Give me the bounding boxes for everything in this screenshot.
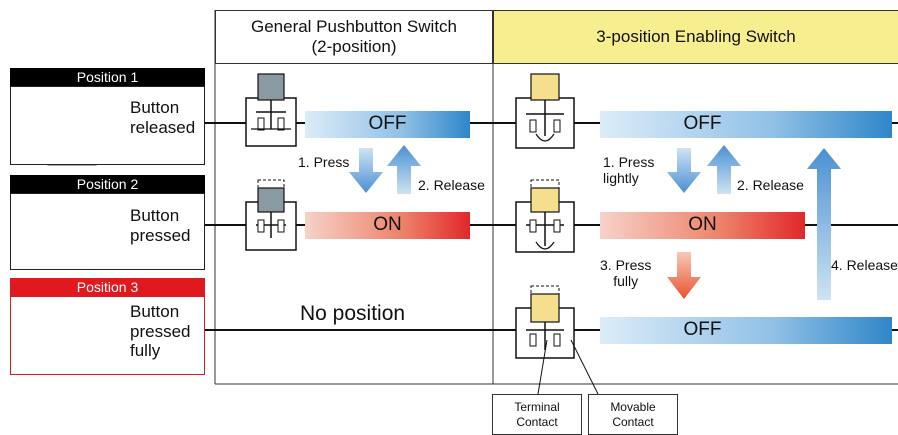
position-2-header-text: Position 2: [76, 176, 139, 192]
general-column-header: General Pushbutton Switch (2-position): [215, 10, 493, 64]
enabling-off-label-1: OFF: [683, 113, 722, 134]
position-3-box: [10, 296, 205, 375]
enabling-off-bar-1: [600, 111, 892, 138]
enabling-release-full-arrow: [807, 148, 841, 300]
general-release-arrow: [387, 145, 421, 194]
enabling-column-header: 3-position Enabling Switch: [493, 10, 898, 64]
general-release-label: 2. Release: [418, 177, 485, 193]
enabling-release-label: 2. Release: [737, 177, 804, 193]
general-off-bar: [305, 111, 470, 138]
enabling-press-fully-arrow: [667, 252, 701, 299]
movable-contact-label: Movable Contact: [610, 400, 656, 429]
position-2-box: [10, 193, 205, 270]
enabling-press-fully-label: 3. Press fully: [600, 257, 652, 290]
general-press-arrow: [349, 148, 383, 193]
terminal-contact-box: Terminal Contact: [492, 394, 582, 435]
general-press-label: 1. Press: [298, 154, 350, 170]
enabling-switch-icon-position1: [515, 73, 575, 149]
general-no-position-label: No position: [300, 302, 406, 325]
position-3-state: Button pressed fully: [130, 302, 191, 361]
contact-leader-lines: [537, 339, 599, 395]
terminal-contact-label: Terminal Contact: [514, 400, 560, 429]
general-on-bar: [305, 212, 470, 239]
position-1-header-text: Position 1: [76, 69, 139, 85]
enabling-off-bar-3: [600, 317, 892, 344]
enabling-switch-icon-position2: [515, 179, 575, 253]
general-off-label: OFF: [368, 113, 407, 134]
enabling-on-label: ON: [688, 214, 717, 235]
position-3-header: Position 3: [10, 278, 205, 296]
enabling-on-bar: [600, 212, 805, 239]
position-1-header: Position 1: [10, 68, 205, 86]
movable-contact-box: Movable Contact: [588, 394, 678, 435]
general-column-title: General Pushbutton Switch (2-position): [250, 17, 457, 56]
enabling-release-arrow: [707, 145, 741, 194]
column-grid: [214, 10, 898, 385]
position-3-header-text: Position 3: [76, 279, 139, 295]
enabling-press-lightly-arrow: [667, 148, 701, 193]
position-2-header: Position 2: [10, 175, 205, 193]
position-1-state: Button released: [130, 98, 196, 137]
enabling-column-title: 3-position Enabling Switch: [596, 27, 796, 46]
enabling-release-full-label: 4. Release: [831, 257, 898, 273]
general-on-label: ON: [373, 214, 402, 235]
general-switch-icon-released: [245, 73, 297, 147]
general-switch-icon-pressed: [245, 179, 297, 251]
position-1-box: [10, 86, 205, 165]
enabling-off-label-3: OFF: [683, 319, 722, 340]
position-2-state: Button pressed: [130, 206, 191, 245]
enabling-switch-icon-position3: [515, 285, 575, 359]
enabling-press-lightly-label: 1. Press lightly: [603, 154, 655, 187]
